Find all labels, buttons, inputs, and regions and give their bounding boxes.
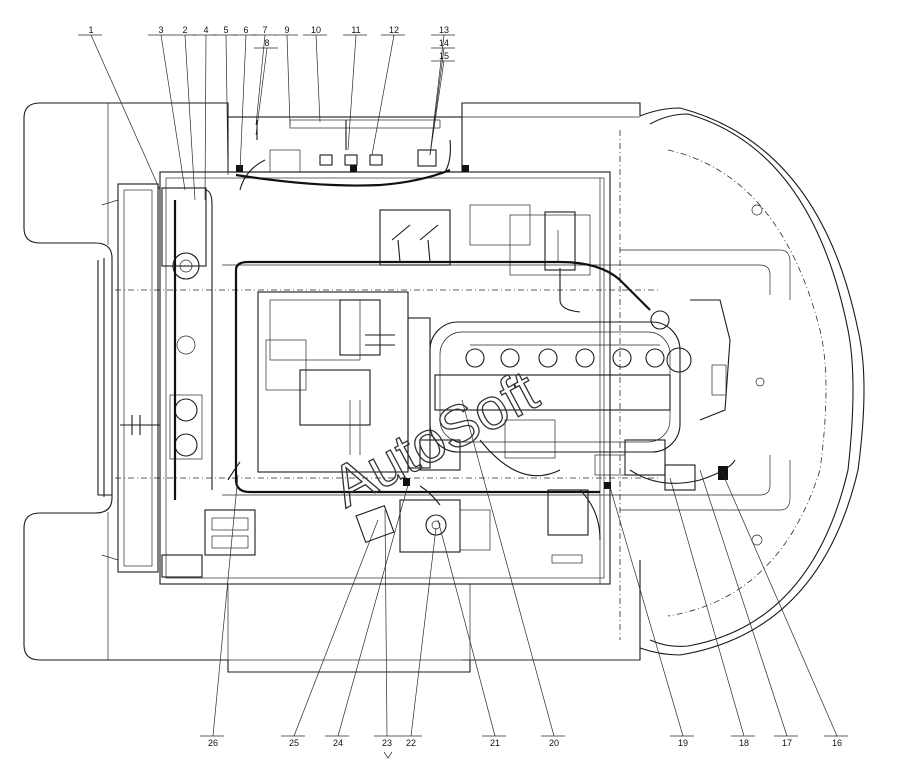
callout-2: 2 [182, 25, 187, 35]
leader-line-2 [184, 34, 196, 201]
leader-line-10 [315, 34, 321, 123]
leader-line-17 [699, 469, 788, 737]
leader-line-12 [371, 34, 395, 156]
leader-line-1 [90, 34, 161, 191]
callout-19: 19 [678, 738, 688, 748]
callout-16: 16 [832, 738, 842, 748]
callout-21: 21 [490, 738, 500, 748]
leader-line-3 [160, 34, 186, 191]
callout-24: 24 [333, 738, 343, 748]
callout-7: 7 [262, 25, 267, 35]
leader-line-22 [410, 527, 437, 737]
leader-line-24 [337, 484, 409, 737]
callout-17: 17 [782, 738, 792, 748]
leader-line-23 [384, 509, 388, 737]
callout-18: 18 [739, 738, 749, 748]
radiator-assembly [101, 183, 207, 578]
callout-6: 6 [243, 25, 248, 35]
main-frame [115, 116, 791, 661]
leader-line-25 [293, 519, 379, 737]
callout-20: 20 [549, 738, 559, 748]
leader-line-21 [437, 519, 496, 737]
leader-line-4 [204, 34, 207, 201]
leader-lines [78, 34, 848, 759]
callout-10: 10 [311, 25, 321, 35]
leader-line-18 [669, 477, 745, 737]
callout-25: 25 [289, 738, 299, 748]
leader-line-15 [429, 60, 445, 156]
top-components [236, 119, 591, 276]
leader-line-16 [721, 471, 838, 737]
bottom-components [204, 478, 611, 564]
leader-line-5 [225, 34, 229, 176]
callout-14: 14 [439, 38, 449, 48]
callout-22: 22 [406, 738, 416, 748]
chassis-outline [23, 102, 641, 673]
leader-line-8 [255, 47, 268, 136]
callout-26: 26 [208, 738, 218, 748]
wiring-harness [204, 139, 736, 541]
right-components [544, 211, 731, 491]
callout-13: 13 [439, 25, 449, 35]
leader-line-9 [286, 34, 291, 126]
leader-line-6 [239, 34, 247, 171]
callout-12: 12 [389, 25, 399, 35]
leader-line-26 [212, 474, 239, 737]
callout-23: 23 [382, 738, 392, 748]
leader-line-11 [347, 34, 357, 151]
callout-1: 1 [88, 25, 93, 35]
callout-3: 3 [158, 25, 163, 35]
callout-9: 9 [284, 25, 289, 35]
callout-15: 15 [439, 51, 449, 61]
leader-line-20 [461, 399, 555, 737]
callout-8: 8 [264, 38, 269, 48]
engine-block [257, 291, 681, 473]
callout-tick-mark [383, 751, 393, 759]
callout-4: 4 [203, 25, 208, 35]
callout-11: 11 [351, 25, 360, 35]
leader-line-7 [255, 34, 266, 126]
callout-5: 5 [223, 25, 228, 35]
leader-line-19 [609, 486, 684, 737]
counterweight [639, 107, 865, 656]
